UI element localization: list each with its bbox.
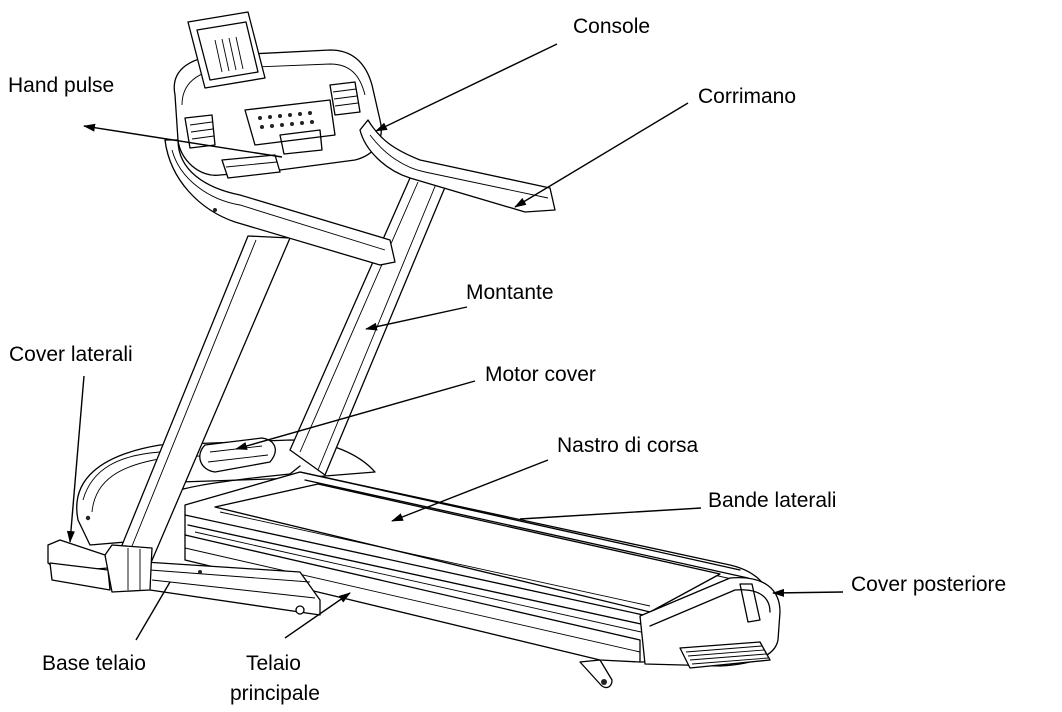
running-belt [214,483,721,613]
leader-montante [365,306,468,331]
leader-corrimano [514,102,689,208]
label-console: Console [573,15,650,38]
leader-cover-laterali [66,375,85,543]
motor-cover-piece [179,437,301,491]
label-hand-pulse: Hand pulse [8,74,114,97]
label-montante: Montante [466,281,554,304]
label-cover-posteriore: Cover posteriore [851,573,1006,596]
keypad-buttons [258,111,314,129]
leader-console [375,43,558,132]
display-bars [214,36,244,73]
rear-ribs [685,645,769,665]
label-motor-cover: Motor cover [485,363,596,386]
console-assembly [164,11,556,266]
leader-hand-pulse [83,123,283,158]
label-cover-laterali: Cover laterali [9,343,133,366]
label-nastro-di-corsa: Nastro di corsa [557,434,699,457]
base-frame [47,539,321,616]
label-base-telaio: Base telaio [42,652,146,675]
label-corrimano: Corrimano [698,85,796,108]
leader-telaio-principale [284,592,351,639]
left-grille [189,121,215,140]
leader-nastro-di-corsa [391,459,549,522]
rear-end-cap [579,577,781,689]
leader-lines [66,43,844,641]
label-telaio-line2: principale [230,682,320,705]
leader-bande-laterali [519,507,702,520]
right-grille [332,88,359,107]
leader-cover-posteriore [772,588,844,597]
leader-motor-cover [235,380,476,450]
leader-base-telaio [135,581,171,641]
labels: Console Hand pulse Corrimano Montante Co… [8,15,1006,705]
label-bande-laterali: Bande laterali [708,489,836,512]
label-telaio-line1: Telaio [246,652,301,675]
